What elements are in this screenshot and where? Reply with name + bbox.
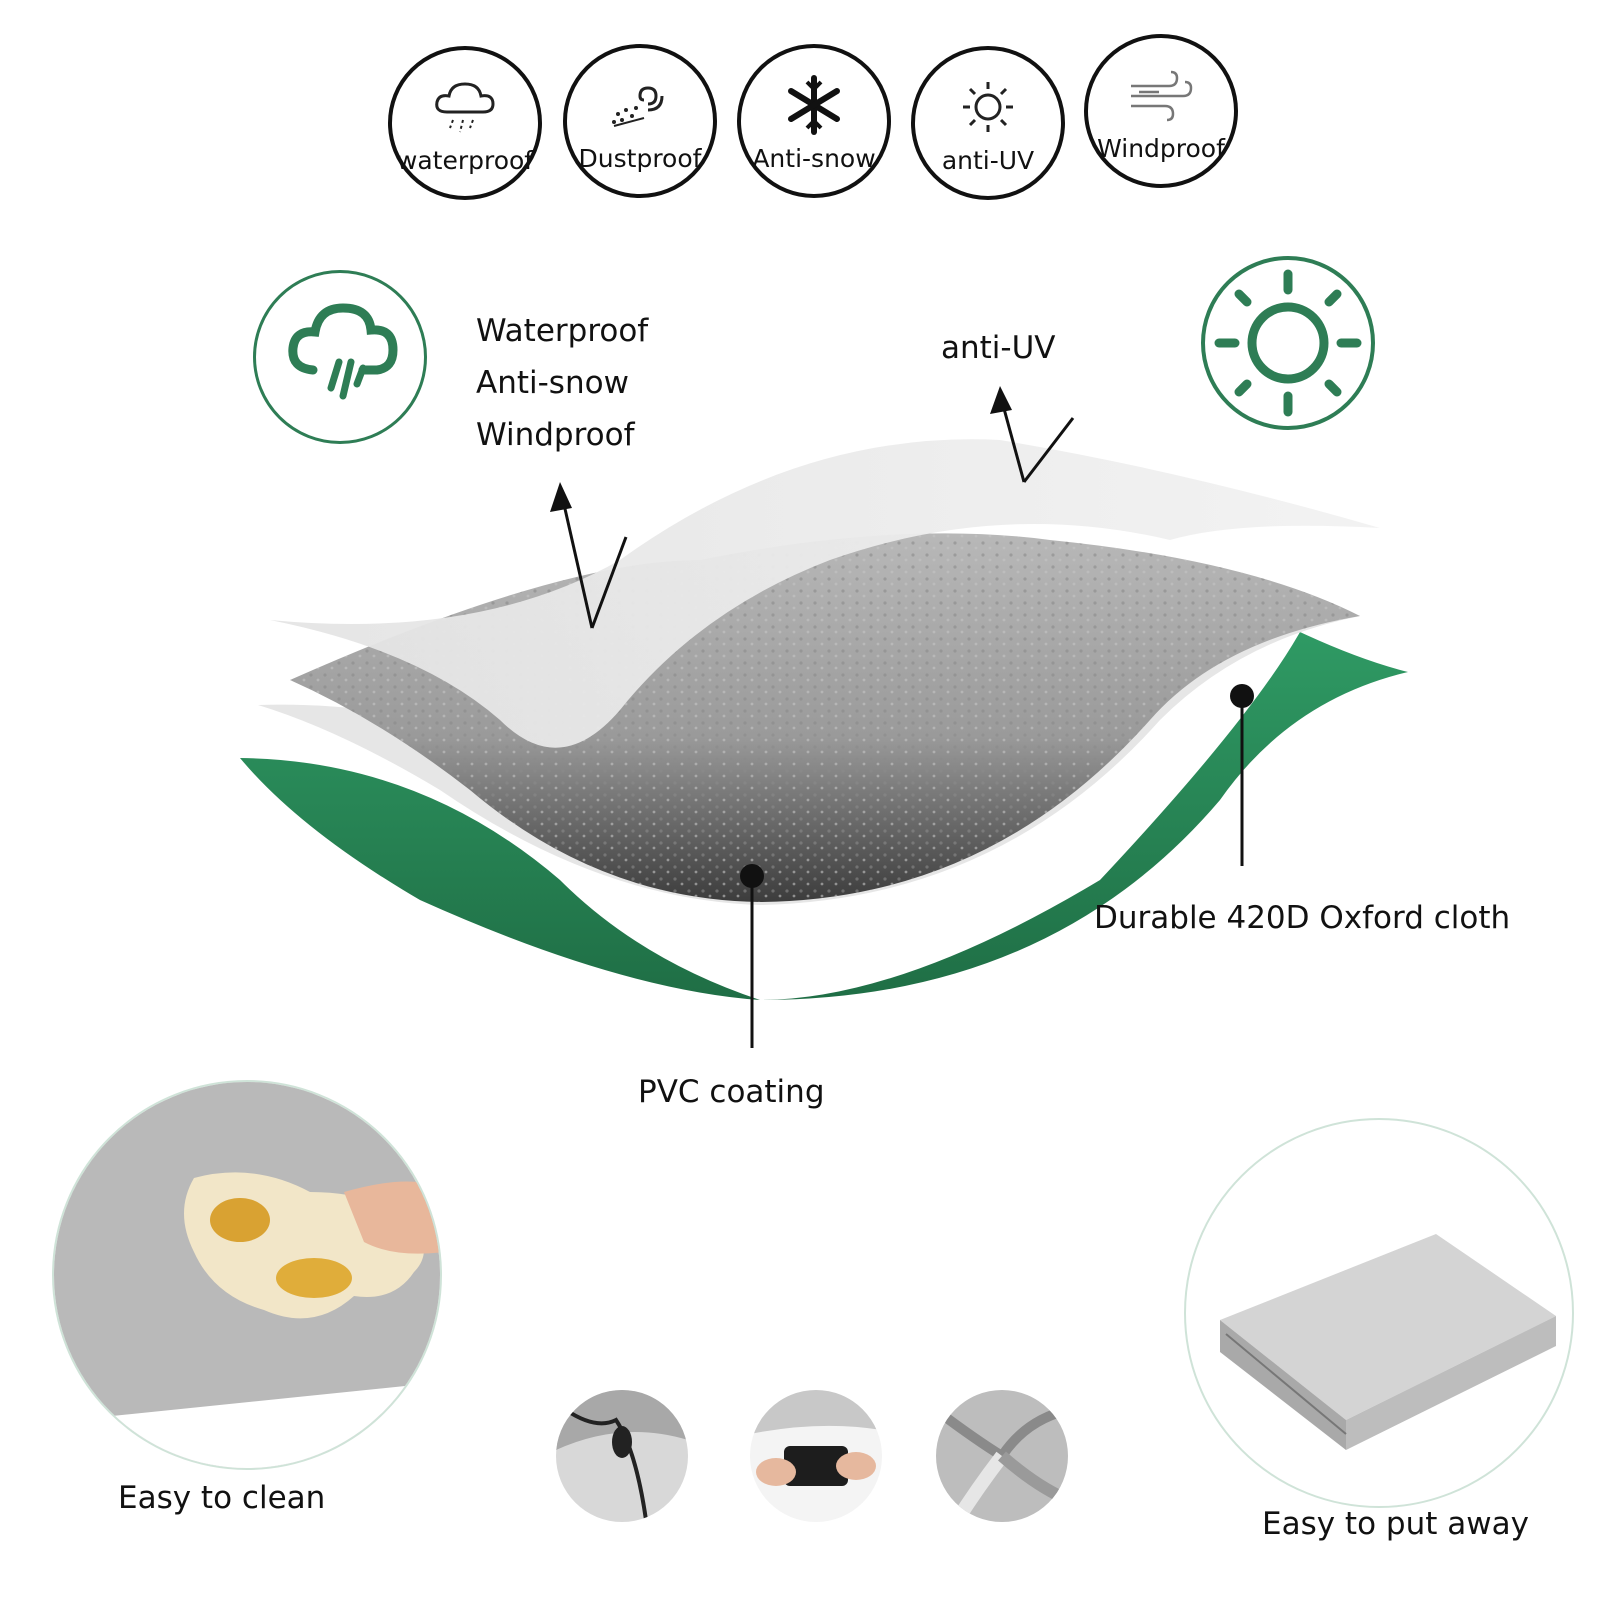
feature-label: waterproof bbox=[396, 146, 534, 175]
feature-windproof: Windproof bbox=[1084, 34, 1238, 188]
feature-label: anti-UV bbox=[941, 146, 1035, 175]
feature-label: Dustproof bbox=[578, 144, 702, 173]
rain-cloud-icon bbox=[288, 303, 398, 400]
easy-to-clean-label: Easy to clean bbox=[118, 1480, 326, 1516]
easy-to-clean-photo bbox=[52, 1080, 442, 1470]
property-anti-snow: Anti-snow bbox=[476, 365, 629, 401]
property-waterproof: Waterproof bbox=[476, 313, 649, 349]
top-layer-properties: Waterproof Anti-snow Windproof bbox=[476, 305, 648, 461]
feature-anti-uv: anti-UV bbox=[911, 46, 1065, 200]
drawstring-detail-photo bbox=[556, 1390, 688, 1522]
easy-to-put-away-label: Easy to put away bbox=[1262, 1506, 1529, 1542]
feature-label: Windproof bbox=[1097, 134, 1225, 163]
dust-swirl-icon bbox=[612, 86, 664, 127]
top-film-layer bbox=[270, 439, 1380, 748]
feature-waterproof: waterproof bbox=[388, 46, 542, 200]
rain-cloud-badge bbox=[253, 270, 427, 444]
wind-icon bbox=[1131, 70, 1193, 122]
buckle-detail-photo bbox=[750, 1390, 882, 1522]
folded-cover-photo bbox=[1184, 1118, 1574, 1508]
property-windproof: Windproof bbox=[476, 417, 635, 453]
feature-label: Anti-snow bbox=[752, 144, 876, 173]
feature-dustproof: Dustproof bbox=[563, 44, 717, 198]
rain-cloud-icon bbox=[435, 82, 495, 133]
feature-anti-snow: Anti-snow bbox=[737, 44, 891, 198]
oxford-cloth-label: Durable 420D Oxford cloth bbox=[1094, 900, 1511, 936]
pvc-coating-label: PVC coating bbox=[638, 1074, 825, 1110]
sun-badge bbox=[1201, 256, 1375, 430]
oxford-cloth-layer bbox=[240, 632, 1408, 1000]
fabric-detail-photo bbox=[936, 1390, 1068, 1522]
uv-label: anti-UV bbox=[941, 330, 1056, 366]
layer-diagram bbox=[240, 386, 1408, 1048]
sun-icon bbox=[963, 82, 1013, 132]
sun-icon bbox=[1214, 269, 1362, 417]
snowflake-icon bbox=[788, 75, 840, 135]
